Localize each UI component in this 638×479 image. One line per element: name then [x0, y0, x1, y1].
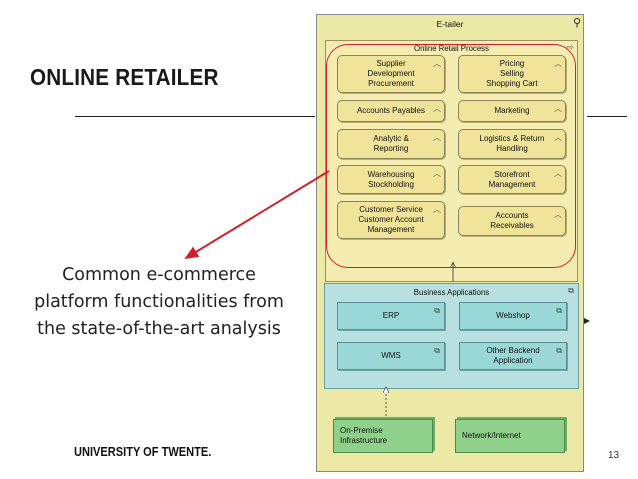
component-icon: ⧉ [434, 306, 440, 315]
slide-title: ONLINE RETAILER [30, 64, 219, 90]
function-label: Supplier Development Procurement [367, 59, 415, 88]
architecture-diagram: E-tailer ⚲ Online Retail Process ⇨ Suppl… [316, 14, 584, 472]
title-rule-right [587, 116, 627, 117]
function-logistics-return: Logistics & Return Handling ︿ [458, 129, 566, 159]
applications-title: Business Applications [413, 288, 490, 297]
function-supplier-development: Supplier Development Procurement ︿ [337, 55, 445, 93]
function-chevron-icon: ︿ [433, 59, 441, 68]
function-chevron-icon: ︿ [433, 169, 441, 178]
component-icon: ⧉ [556, 346, 562, 355]
app-wms: WMS ⧉ [337, 342, 445, 370]
function-chevron-icon: ︿ [433, 205, 441, 214]
highlight-arrow [184, 170, 330, 260]
node-label: Network/Internet [462, 431, 521, 440]
application-label: ERP [382, 311, 400, 320]
app-erp: ERP ⧉ [337, 302, 445, 330]
function-label: Warehousing Stockholding [367, 169, 415, 189]
function-analytic-reporting: Analytic & Reporting ︿ [337, 129, 445, 159]
function-warehousing: Warehousing Stockholding ︿ [337, 165, 445, 194]
function-marketing: Marketing ︿ [458, 100, 566, 122]
application-label: Other Backend Application [486, 346, 540, 365]
function-label: Logistics & Return Handling [479, 134, 545, 153]
function-chevron-icon: ︿ [554, 59, 562, 68]
function-chevron-icon: ︿ [554, 210, 562, 219]
node-network-internet: Network/Internet [455, 419, 565, 453]
component-icon: ⧉ [568, 286, 574, 295]
page-number: 13 [608, 450, 620, 461]
actor-icon: ⚲ [572, 17, 581, 29]
component-icon: ⧉ [556, 306, 562, 315]
function-label: Accounts Receivables [490, 211, 534, 230]
function-label: Analytic & Reporting [373, 134, 409, 153]
business-applications-box: Business Applications ⧉ ERP ⧉ Webshop ⧉ … [324, 283, 579, 389]
process-arrow-icon: ⇨ [566, 42, 574, 52]
slide-caption: Common e-commerce platform functionaliti… [34, 265, 284, 339]
function-customer-service: Customer Service Customer Account Manage… [337, 201, 445, 239]
function-chevron-icon: ︿ [433, 104, 441, 113]
function-storefront: Storefront Management ︿ [458, 165, 566, 194]
node-label: On-Premise Infrastructure [340, 426, 388, 445]
function-label: Customer Service Customer Account Manage… [358, 205, 424, 234]
function-label: Pricing Selling Shopping Cart [486, 59, 538, 88]
application-label: WMS [381, 351, 401, 360]
function-accounts-receivables: Accounts Receivables ︿ [458, 206, 566, 236]
node-on-premise-infrastructure: On-Premise Infrastructure [333, 419, 433, 453]
etailer-title: E-tailer [436, 19, 464, 29]
function-chevron-icon: ︿ [554, 169, 562, 178]
function-label: Marketing [494, 106, 530, 115]
function-label: Storefront Management [488, 169, 536, 189]
title-rule-left [75, 116, 315, 117]
university-logo: UNIVERSITY OF TWENTE. [74, 444, 212, 459]
component-icon: ⧉ [434, 346, 440, 355]
function-chevron-icon: ︿ [554, 133, 562, 142]
process-title: Online Retail Process [414, 44, 489, 53]
app-other-backend: Other Backend Application ⧉ [459, 342, 567, 370]
function-chevron-icon: ︿ [554, 104, 562, 113]
side-arrow-tip [584, 318, 590, 324]
function-accounts-payables: Accounts Payables ︿ [337, 100, 445, 122]
etailer-actor-box: E-tailer ⚲ Online Retail Process ⇨ Suppl… [316, 14, 584, 472]
function-pricing-selling: Pricing Selling Shopping Cart ︿ [458, 55, 566, 93]
function-chevron-icon: ︿ [433, 133, 441, 142]
app-webshop: Webshop ⧉ [459, 302, 567, 330]
online-retail-process-box: Online Retail Process ⇨ Supplier Develop… [325, 40, 578, 282]
function-label: Accounts Payables [356, 106, 426, 115]
application-label: Webshop [496, 311, 530, 320]
